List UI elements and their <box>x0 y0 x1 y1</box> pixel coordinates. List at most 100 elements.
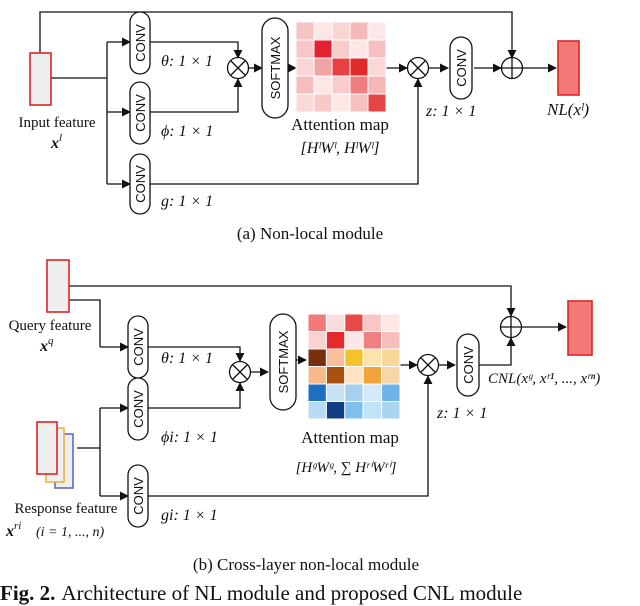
attention-cell <box>344 383 364 402</box>
attention-cell <box>325 401 346 420</box>
attention-title-b: Attention map <box>301 428 399 447</box>
conv-phi-a: CONV <box>129 81 151 145</box>
attention-title-a: Attention map <box>291 115 389 134</box>
attention-cell <box>367 21 387 41</box>
attention-cell <box>295 21 315 41</box>
attention-cell <box>362 366 383 385</box>
conv-label: CONV <box>131 477 146 515</box>
attention-cell <box>344 331 364 350</box>
attention-cell <box>307 313 327 332</box>
attention-cell <box>381 313 401 332</box>
panel-a-connections <box>39 11 557 189</box>
figure-caption: Fig. 2.Architecture of NL module and pro… <box>0 581 522 605</box>
attention-cell <box>295 57 315 77</box>
multiply-icon <box>406 56 430 80</box>
attention-cell <box>295 93 315 113</box>
attention-cell <box>344 313 364 332</box>
softmax-b: SOFTMAX <box>269 313 297 411</box>
conv-z-b: CONV <box>456 333 480 397</box>
input-feature-block <box>29 52 52 106</box>
nl-output-block <box>557 40 580 96</box>
attention-cell <box>344 401 364 420</box>
attention-cell <box>313 93 333 113</box>
attention-cell <box>367 93 387 113</box>
phi-label-a: ϕ: 1 × 1 <box>161 123 213 140</box>
query-feature-var: xq <box>39 335 54 355</box>
attention-cell <box>307 383 327 402</box>
conv-label: CONV <box>454 49 469 87</box>
caption-a: (a) Non-local module <box>237 224 383 243</box>
attention-cell <box>307 366 327 385</box>
attention-cell <box>331 39 351 59</box>
multiply-icon <box>416 353 440 377</box>
response-range-label: (i = 1, ..., n) <box>36 525 104 540</box>
attention-cell <box>325 331 346 350</box>
g-label-a: g: 1 × 1 <box>161 193 213 210</box>
response-feature-label: Response feature <box>15 501 118 517</box>
conv-label: CONV <box>131 328 146 366</box>
softmax-a: SOFTMAX <box>261 17 289 119</box>
attention-cell <box>307 348 327 367</box>
attention-cell <box>313 39 333 59</box>
theta-label-b: θ: 1 × 1 <box>161 350 213 367</box>
query-feature-block <box>46 259 70 313</box>
attention-cell <box>295 75 315 95</box>
attention-cell <box>381 348 401 367</box>
attention-cell <box>307 331 327 350</box>
add-icon <box>499 315 523 339</box>
attention-cell <box>381 383 401 402</box>
response-feature-stack <box>36 421 74 489</box>
attention-cell <box>313 57 333 77</box>
attention-cell <box>381 366 401 385</box>
attention-cell <box>331 75 351 95</box>
conv-theta-a: CONV <box>129 11 151 75</box>
softmax-label: SOFTMAX <box>268 36 283 99</box>
input-feature-label: Input feature <box>18 115 95 131</box>
add-icon <box>500 56 524 80</box>
z-label-a: z: 1 × 1 <box>425 103 476 120</box>
attention-cell <box>325 383 346 402</box>
conv-label: CONV <box>131 390 146 428</box>
attention-dims-a: [HˡWˡ, HˡWˡ] <box>301 140 380 157</box>
nl-output-label: NL(xˡ) <box>546 100 589 119</box>
attention-cell <box>344 366 364 385</box>
attention-cell <box>313 75 333 95</box>
attention-cell <box>344 348 364 367</box>
theta-label-a: θ: 1 × 1 <box>161 53 213 70</box>
attention-map-b <box>307 313 401 420</box>
attention-cell <box>349 21 369 41</box>
conv-g-b: CONV <box>127 464 149 528</box>
attention-cell <box>307 401 327 420</box>
response-feature-var: xri <box>5 520 21 540</box>
z-label-b: z: 1 × 1 <box>436 405 487 422</box>
phi-label-b: ϕi: 1 × 1 <box>161 429 218 446</box>
attention-cell <box>362 348 383 367</box>
conv-g-a: CONV <box>129 153 151 215</box>
caption-b: (b) Cross-layer non-local module <box>193 555 419 574</box>
attention-cell <box>325 348 346 367</box>
attention-cell <box>362 313 383 332</box>
conv-z-a: CONV <box>449 36 473 100</box>
attention-cell <box>331 57 351 77</box>
attention-cell <box>349 39 369 59</box>
attention-cell <box>367 75 387 95</box>
attention-cell <box>325 313 346 332</box>
attention-cell <box>362 401 383 420</box>
cnl-output-label: CNL(xᵍ, xʳ¹, ..., xʳⁿ) <box>488 371 600 387</box>
attention-cell <box>367 57 387 77</box>
query-feature-label: Query feature <box>9 318 92 334</box>
attention-cell <box>331 93 351 113</box>
attention-cell <box>313 21 333 41</box>
attention-map-a <box>295 21 387 113</box>
attention-cell <box>349 57 369 77</box>
multiply-icon <box>226 56 250 80</box>
attention-cell <box>325 366 346 385</box>
conv-phi-b: CONV <box>127 377 149 441</box>
attention-cell <box>381 331 401 350</box>
softmax-label: SOFTMAX <box>276 330 291 393</box>
attention-cell <box>367 39 387 59</box>
conv-label: CONV <box>133 24 148 62</box>
input-feature-var: xl <box>50 132 62 152</box>
panel-a-non-local: Input feature xl CONV CONV CONV CONV θ: … <box>18 11 589 243</box>
